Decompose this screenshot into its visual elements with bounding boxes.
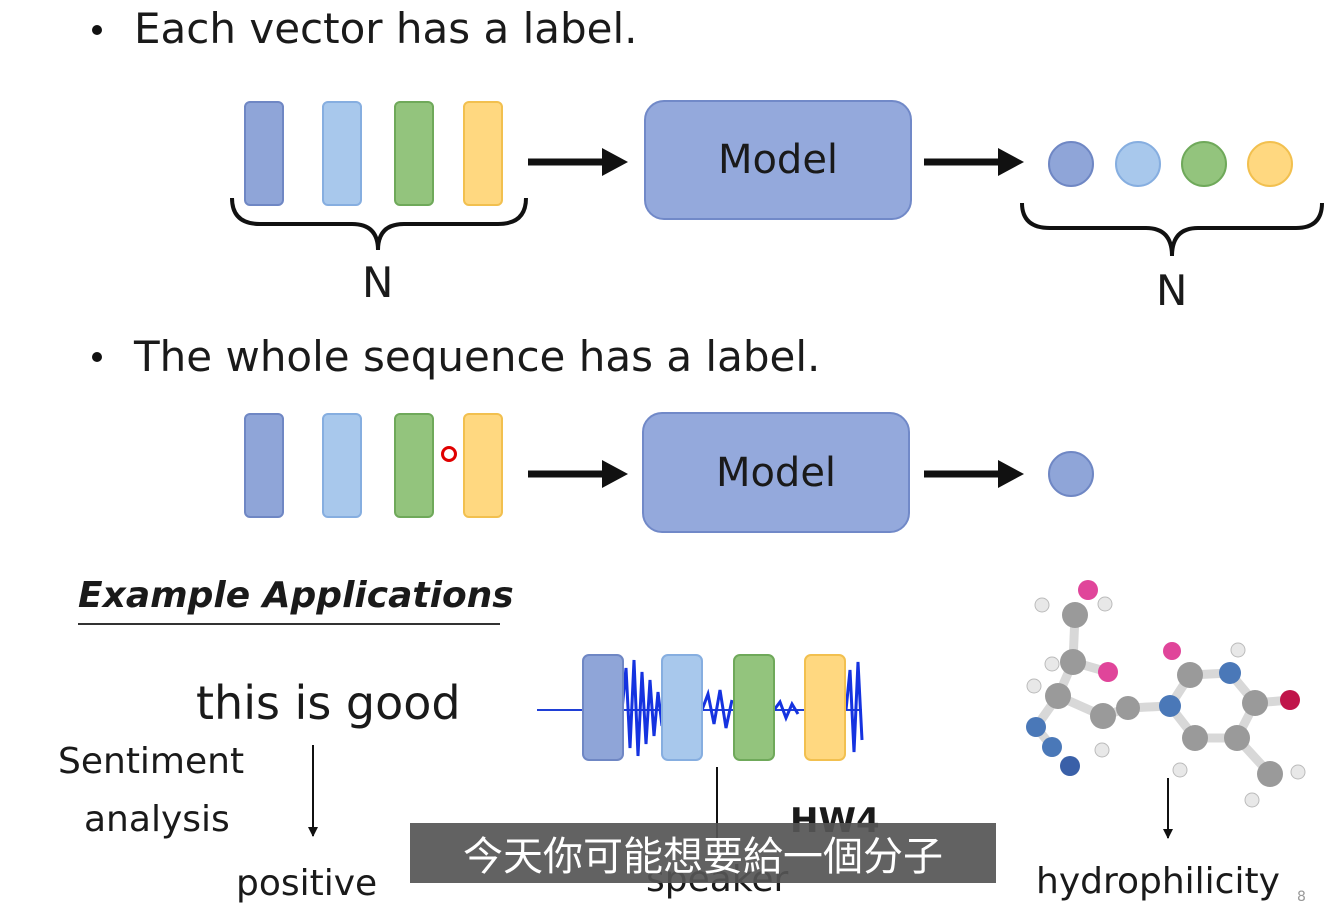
output-label-2 <box>1115 141 1161 187</box>
input-brace <box>230 197 528 251</box>
output-label-4 <box>1247 141 1293 187</box>
model-box-1: Model <box>644 100 912 220</box>
arrow-from-model-2 <box>924 460 1024 488</box>
bullet-dot-2 <box>92 352 102 362</box>
seq-vector-3 <box>394 413 434 518</box>
laser-pointer <box>441 446 457 462</box>
hydrophilicity-output: hydrophilicity <box>1036 861 1280 902</box>
seq-vector-2 <box>322 413 362 518</box>
output-label-3 <box>1181 141 1227 187</box>
bullet-whole-sequence: The whole sequence has a label. <box>134 332 821 381</box>
model-box-2: Model <box>642 412 910 533</box>
sentiment-task-line-1: Sentiment <box>58 741 245 782</box>
arrow-to-model-1 <box>528 148 628 176</box>
speech-frame-4 <box>804 654 846 761</box>
molecule-illustration <box>1026 580 1306 808</box>
speech-frame-1 <box>582 654 624 761</box>
input-vector-3 <box>394 101 434 206</box>
arrow-from-model-1 <box>924 148 1024 176</box>
seq-vector-4 <box>463 413 503 518</box>
input-vector-2 <box>322 101 362 206</box>
seq-vector-1 <box>244 413 284 518</box>
example-applications-heading: Example Applications <box>78 575 514 616</box>
bullet-dot-1 <box>92 25 102 35</box>
arrow-to-model-2 <box>528 460 628 488</box>
bullet-each-vector: Each vector has a label. <box>134 4 638 53</box>
speech-frame-3 <box>733 654 775 761</box>
sentiment-output: positive <box>236 863 378 904</box>
sentiment-task-line-2: analysis <box>84 799 230 840</box>
model-label-2: Model <box>715 449 837 496</box>
slide-page-number: 8 <box>1297 889 1306 905</box>
input-vector-4 <box>463 101 503 206</box>
output-count-label: N <box>1156 266 1188 315</box>
video-subtitle: 今天你可能想要給一個分子 <box>410 823 996 883</box>
sentiment-input-text: this is good <box>196 676 461 730</box>
output-brace <box>1020 202 1324 257</box>
speech-frame-2 <box>661 654 703 761</box>
input-count-label: N <box>362 258 394 307</box>
output-label-1 <box>1048 141 1094 187</box>
model-label-1: Model <box>717 137 839 183</box>
sequence-output-label <box>1048 451 1094 497</box>
input-vector-1 <box>244 101 284 206</box>
